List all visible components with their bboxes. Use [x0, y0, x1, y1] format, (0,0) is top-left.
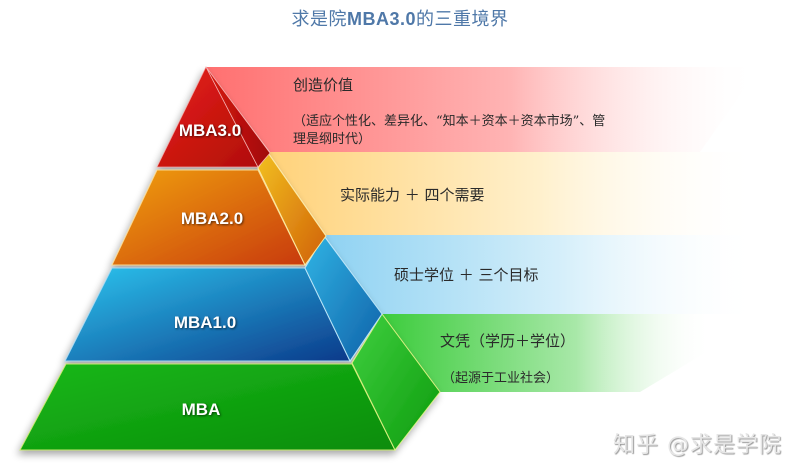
title-highlight: MBA3.0 — [346, 9, 416, 29]
band-mba3-sub-text: （适应个性化、差异化、“知本＋资本＋资本市场”、管理是纲时代） — [293, 114, 606, 147]
layer-mba-side — [351, 313, 441, 451]
band-mba3 — [206, 67, 760, 152]
band-mba3-main-text: 创造价值 — [293, 76, 354, 94]
band-mba-sub-text: （起源于工业社会） — [442, 371, 560, 386]
band-mba1-main-text: 硕士学位 ＋ 三个目标 — [394, 266, 539, 284]
band-mba1 — [324, 235, 760, 314]
watermark: 知乎 @求是学院 — [613, 433, 782, 458]
band-mba-main-text: 文凭（学历＋学位） — [440, 332, 576, 350]
title-suffix: 的三重境界 — [416, 9, 509, 30]
title-prefix: 求是院 — [291, 9, 347, 30]
layer-mba3-side — [205, 66, 271, 168]
layer-label-mba2: MBA2.0 — [180, 209, 244, 228]
band-mba2 — [268, 152, 760, 235]
layer-label-mba: MBA — [181, 400, 221, 419]
layer-label-mba1: MBA1.0 — [173, 313, 237, 332]
diagram-title: 求是院MBA3.0的三重境界 — [0, 5, 800, 31]
band-mba2-main-text: 实际能力 ＋ 四个需要 — [340, 186, 485, 204]
layer-label-mba3: MBA3.0 — [178, 121, 242, 140]
band-mba — [382, 314, 770, 392]
